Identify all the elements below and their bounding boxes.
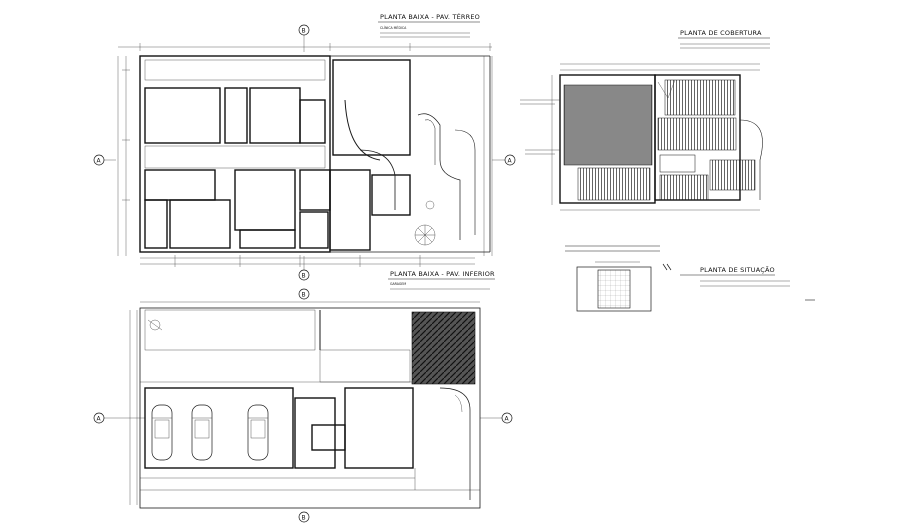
car-symbol (247, 404, 269, 461)
section-marker-b-label: B (302, 28, 306, 35)
section-marker-b-bottom: B (298, 256, 310, 281)
section-marker-a-label-2: A (508, 158, 513, 165)
north-arrow-icon (662, 263, 672, 271)
subtitle-inferior: GARAGEM (390, 282, 406, 286)
title-block-terreo: PLANTA BAIXA - PAV. TÉRREO CLÍNICA MÉDIC… (378, 12, 480, 38)
title-inferior: PLANTA BAIXA - PAV. INFERIOR (390, 270, 495, 278)
title-cobertura: PLANTA DE COBERTURA (680, 29, 762, 37)
title-situacao: PLANTA DE SITUAÇÃO (700, 265, 775, 274)
car-symbol (191, 404, 213, 461)
section-marker-a-left: A (93, 154, 116, 166)
section-marker-b-label-2: B (302, 273, 306, 280)
plant-symbol (414, 224, 436, 246)
section-marker-a-label: A (97, 158, 102, 165)
title-block-situacao: PLANTA DE SITUAÇÃO (680, 265, 790, 287)
section-marker-b-bottom-inferior: B (298, 511, 310, 523)
plan-situacao: PLANTA DE SITUAÇÃO (565, 245, 815, 312)
section-marker-b-top-inferior: B (298, 288, 310, 300)
section-marker-b-top: B (298, 24, 310, 52)
title-block-inferior: PLANTA BAIXA - PAV. INFERIOR GARAGEM (388, 270, 495, 290)
subtitle-terreo: CLÍNICA MÉDICA (380, 25, 407, 30)
section-marker-a-label-4: A (505, 416, 510, 423)
section-marker-b-label-4: B (302, 515, 306, 522)
section-marker-b-label-3: B (302, 292, 306, 299)
section-marker-a-right-inferior: A (480, 412, 513, 424)
plan-terreo: PLANTA BAIXA - PAV. TÉRREO CLÍNICA MÉDIC… (93, 12, 516, 281)
building-walls-terreo (139, 55, 491, 253)
dimension-lines-terreo (117, 43, 493, 267)
car-symbol (151, 404, 173, 461)
title-block-cobertura: PLANTA DE COBERTURA (678, 29, 770, 49)
section-marker-a-right: A (492, 154, 516, 166)
plan-inferior: PLANTA BAIXA - PAV. INFERIOR GARAGEM B A… (93, 270, 513, 523)
section-marker-a-label-3: A (97, 416, 102, 423)
title-terreo: PLANTA BAIXA - PAV. TÉRREO (380, 12, 480, 21)
plan-cobertura: PLANTA DE COBERTURA (520, 29, 770, 211)
section-marker-a-left-inferior: A (93, 412, 145, 424)
